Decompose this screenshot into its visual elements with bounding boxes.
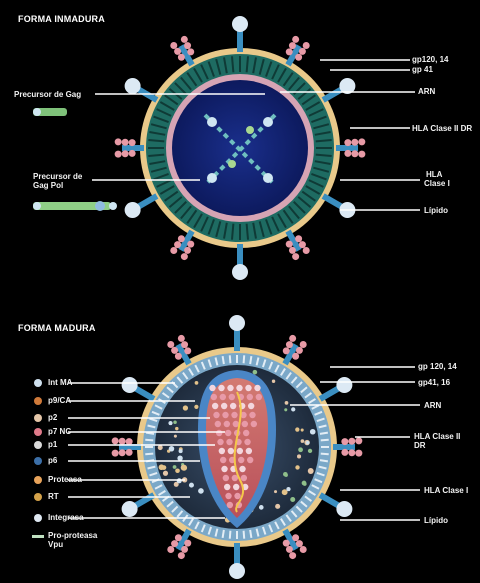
mat-label-arn: ARN xyxy=(424,401,441,410)
imm-label-gp41: gp 41 xyxy=(412,65,433,74)
mat-label-hla-ii-a: HLA Clase II xyxy=(414,432,460,441)
immature-title: FORMA INMADURA xyxy=(18,14,105,24)
imm-label-precursor-gag: Precursor de Gag xyxy=(14,90,81,99)
imm-label-gp120: gp120, 14 xyxy=(412,55,448,64)
imm-label-hla-ii: HLA Clase II DR xyxy=(412,124,472,133)
imm-label-precursor-gagpol-a: Precursor de xyxy=(33,172,82,181)
imm-label-lipido: Lípido xyxy=(424,206,448,215)
mat-label-gp41: gp41, 16 xyxy=(418,378,450,387)
imm-label-arn: ARN xyxy=(418,87,435,96)
imm-label-hla-i-b: Clase I xyxy=(424,179,450,188)
mat-label-hla-i: HLA Clase I xyxy=(424,486,468,495)
imm-label-hla-i-a: HLA xyxy=(426,170,442,179)
mature-title: FORMA MADURA xyxy=(18,323,96,333)
precursor-gagpol-icon xyxy=(33,201,117,211)
precursor-gag-icon xyxy=(33,108,67,116)
mat-label-lipido: Lípido xyxy=(424,516,448,525)
mat-label-hla-ii-b: DR xyxy=(414,441,426,450)
mature-virion xyxy=(112,315,363,579)
mat-label-gp120: gp 120, 14 xyxy=(418,362,457,371)
immature-virion xyxy=(115,16,366,280)
imm-label-precursor-gagpol-b: Gag Pol xyxy=(33,181,63,190)
